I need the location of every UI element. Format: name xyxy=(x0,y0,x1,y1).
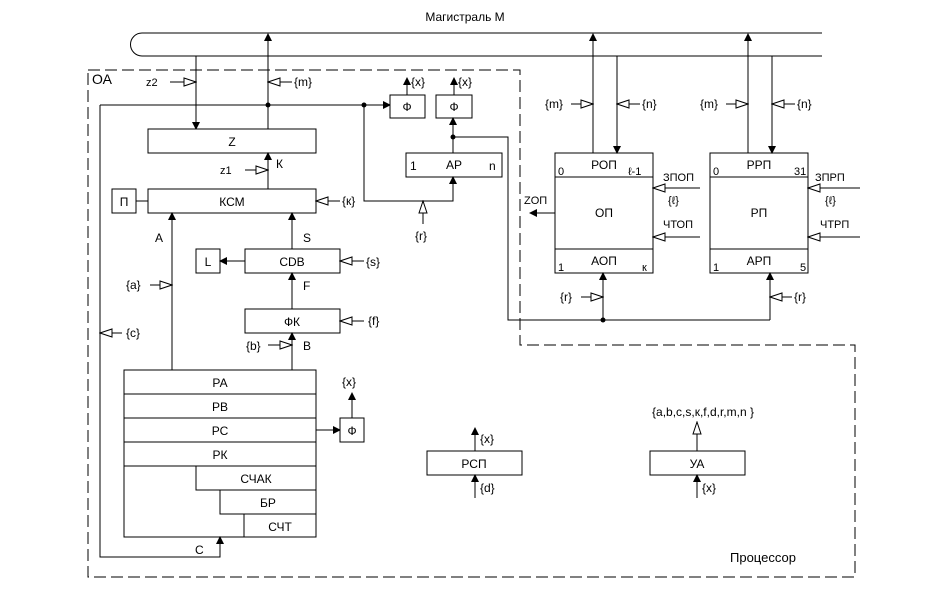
cdb-block xyxy=(244,248,341,274)
read-op-label: ЧТОП xyxy=(663,219,693,231)
z1-label: z1 xyxy=(220,165,232,177)
f-label: {f} xyxy=(368,314,379,328)
op-n-label: {n} xyxy=(642,97,657,111)
b-bus-label: B xyxy=(303,339,311,353)
aop-left-index: 1 xyxy=(558,262,564,274)
op-r-label: {r} xyxy=(560,290,572,304)
oa-label: ОА xyxy=(92,71,113,87)
register-stack: РА РВ РС РК СЧАК БР СЧТ xyxy=(123,369,317,538)
ua-block xyxy=(649,450,746,476)
rc-label: РС xyxy=(212,424,229,438)
bus-m xyxy=(130,32,822,57)
l-box xyxy=(195,248,221,274)
ua-label: УА xyxy=(690,457,705,471)
aop-label: АОП xyxy=(591,254,617,268)
l-label: L xyxy=(205,255,212,269)
arp-left-index: 1 xyxy=(713,262,719,274)
ar-label: АР xyxy=(446,158,462,172)
s-bus-label: S xyxy=(303,231,311,245)
p-label: П xyxy=(120,195,129,209)
rop-left-index: 0 xyxy=(558,166,564,178)
x-label: {x} xyxy=(458,75,472,89)
bus-title: Магистраль М xyxy=(425,10,504,24)
schak-label: СЧАК xyxy=(240,472,271,486)
ar-left-index: 1 xyxy=(410,159,417,173)
rrp-label: РРП xyxy=(747,158,772,172)
a-bus-label: A xyxy=(155,231,163,245)
rop-label: РОП xyxy=(591,158,617,172)
schak-register xyxy=(195,465,317,491)
x-label: {x} xyxy=(411,75,425,89)
arp-label: АРП xyxy=(747,254,772,268)
z-to-ar-line xyxy=(363,105,457,202)
rp-n-label: {n} xyxy=(797,97,812,111)
ar-right-index: n xyxy=(489,159,496,173)
rp-r-label: {r} xyxy=(794,290,806,304)
junction-dot xyxy=(265,102,271,108)
zop-label: ZОП xyxy=(524,195,547,207)
write-op-label: ЗПОП xyxy=(663,172,694,184)
scht-label: СЧТ xyxy=(268,520,292,534)
rrp-right-index: 31 xyxy=(794,166,806,178)
z2-label: z2 xyxy=(146,77,158,89)
scht-register xyxy=(243,513,317,538)
rrp-left-index: 0 xyxy=(713,166,719,178)
c-bus-label: C xyxy=(195,543,204,557)
phi-label: Ф xyxy=(449,100,458,114)
op-label: ОП xyxy=(595,206,613,220)
x-label: {x} xyxy=(480,432,494,446)
z-register xyxy=(147,128,317,154)
cdb-label: CDB xyxy=(279,255,304,269)
k-bus-label: К xyxy=(276,157,283,171)
ar-register xyxy=(405,152,503,178)
rsp-label: РСП xyxy=(461,457,486,471)
x-label: {x} xyxy=(342,375,356,389)
br-register xyxy=(219,489,317,515)
address-line xyxy=(453,136,770,321)
read-rp-label: ЧТРП xyxy=(820,219,849,231)
oa-boundary xyxy=(87,69,856,578)
rp-memory: РРП 0 31 РП АРП 1 5 xyxy=(709,152,809,274)
rb-label: РВ xyxy=(212,400,228,414)
phi-label: Ф xyxy=(402,100,411,114)
rp-label: РП xyxy=(751,206,768,220)
z-label: Z xyxy=(228,135,235,149)
br-label: БР xyxy=(260,496,276,510)
ua-out-label: {a,b,c,s,к,f,d,r,m,n } xyxy=(652,405,754,419)
rk-label: РК xyxy=(213,448,228,462)
rk-register xyxy=(123,441,317,467)
x-label: {x} xyxy=(702,481,716,495)
rc-register xyxy=(123,417,317,443)
phi-label: Ф xyxy=(347,424,356,438)
ra-label: РА xyxy=(212,376,227,390)
ksm-label: КСМ xyxy=(219,195,244,209)
fk-label: ФК xyxy=(284,315,300,329)
a-label: {a} xyxy=(126,278,141,292)
rop-right-index: ℓ-1 xyxy=(628,166,641,178)
rsp-block xyxy=(426,450,523,476)
ra-register xyxy=(123,369,317,395)
c-label: {c} xyxy=(126,326,140,340)
op-m-label: {m} xyxy=(545,97,563,111)
r-label: {r} xyxy=(415,229,427,243)
arp-right-index: 5 xyxy=(800,262,806,274)
f-bus-label: F xyxy=(303,279,310,293)
stack-outline xyxy=(123,466,244,538)
b-label: {b} xyxy=(246,339,261,353)
processor-label: Процессор xyxy=(730,550,796,565)
rb-register xyxy=(123,393,317,419)
aop-right-index: к xyxy=(642,262,647,274)
rp-m-label: {m} xyxy=(700,97,718,111)
write-rp-label: ЗПРП xyxy=(815,172,845,184)
rp-l-label: {ℓ} xyxy=(825,195,836,207)
k-set-label: {к} xyxy=(342,194,355,208)
junction-dot xyxy=(600,317,606,323)
m-label: {m} xyxy=(294,75,312,89)
s-label: {s} xyxy=(366,255,380,269)
op-l-label: {ℓ} xyxy=(668,195,679,207)
d-label: {d} xyxy=(480,481,495,495)
op-memory: РОП 0 ℓ-1 ОП АОП 1 к xyxy=(554,152,654,274)
